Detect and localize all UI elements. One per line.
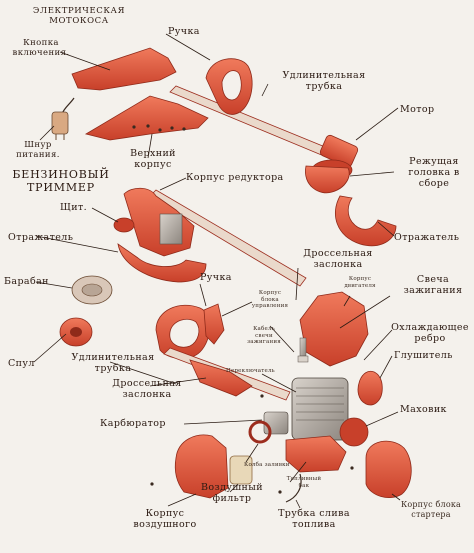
petrol-fuel-drain-tube <box>285 473 302 503</box>
petrol-spark-plug <box>297 337 309 363</box>
electric-lower-housing <box>84 95 209 141</box>
leader-lines <box>33 33 401 509</box>
label-power-cord: Шнур питания. <box>16 140 60 160</box>
label-engine-housing: Корпус двигателя <box>344 276 376 289</box>
label-petrol-handle: Ручка <box>200 272 232 283</box>
petrol-air-filter-housing <box>174 434 229 499</box>
label-muffler: Глушитель <box>394 350 453 361</box>
label-throttle-valve: Дроссельная заслонка <box>112 378 182 400</box>
petrol-throttle-upper <box>203 303 225 345</box>
label-drum: Барабан <box>4 276 49 287</box>
petrol-screws <box>150 394 354 494</box>
electric-loop-handle <box>205 58 253 115</box>
label-cutting-head: Режущая головка в сборе <box>408 156 460 189</box>
label-fuel-tank: Топливный бак <box>286 476 322 489</box>
petrol-spool <box>59 317 93 347</box>
label-power-button: Кнопка включения. <box>12 38 70 58</box>
petrol-muffler <box>357 371 383 406</box>
petrol-starter-housing <box>365 440 412 498</box>
label-air-filter: Воздушный фильтр <box>201 482 263 504</box>
label-throttle-valve-top: Дроссельная заслонка <box>303 248 373 270</box>
label-control-unit-housing: Корпус блока управления <box>251 290 289 309</box>
label-spool: Спул <box>8 358 35 369</box>
electric-trimmer-parts <box>51 47 397 247</box>
label-cooling-fin: Охлаждающее ребро <box>391 322 469 344</box>
label-electric-reflector: Отражатель <box>394 232 460 243</box>
petrol-title: БЕНЗИНОВЫЙ ТРИММЕР <box>12 168 110 194</box>
label-petrol-extension-tube: Удлинительная трубка <box>71 352 155 374</box>
label-petrol-reflector: Отражатель <box>8 232 74 243</box>
petrol-reflector <box>117 243 207 283</box>
petrol-flywheel <box>339 417 369 447</box>
petrol-gasket <box>248 420 272 444</box>
label-upper-housing: Верхний корпус <box>130 148 176 170</box>
label-starter-housing: Корпус блока стартера <box>400 500 462 519</box>
petrol-carburetor <box>263 411 289 435</box>
petrol-engine-block <box>291 377 349 441</box>
label-spark-plug-cable: Кабель свечи зажигания <box>247 326 281 345</box>
electric-reflector <box>335 195 397 247</box>
label-shield: Щит. <box>60 202 88 213</box>
label-carburetor: Карбюратор <box>100 418 166 429</box>
label-spark-plug: Свеча зажигания <box>403 274 463 296</box>
label-tiny-switch: Переключатель <box>226 368 275 374</box>
electric-power-cord <box>51 97 75 140</box>
label-motor: Мотор <box>400 104 435 115</box>
petrol-handle <box>155 304 211 359</box>
label-fuel-cap: Колба заливки <box>244 462 290 468</box>
label-fuel-drain-tube: Трубка слива топлива <box>278 508 350 530</box>
electric-cutting-head <box>305 165 350 194</box>
petrol-fuel-tank <box>285 435 347 473</box>
petrol-air-filter <box>229 455 253 485</box>
electric-upper-handle <box>71 47 177 91</box>
label-electric-handle: Ручка <box>168 26 200 37</box>
electric-title: ЭЛЕКТРИЧЕСКАЯ МОТОКОСА <box>32 6 126 26</box>
petrol-trimmer-parts <box>59 187 412 503</box>
petrol-throttle-valve <box>189 359 253 397</box>
petrol-shield <box>113 217 135 233</box>
petrol-engine-housing <box>299 291 369 367</box>
petrol-gearbox-housing <box>123 187 195 257</box>
petrol-drum <box>71 275 113 305</box>
label-electric-extension-tube: Удлинительная трубка <box>282 70 366 92</box>
petrol-extension-tube <box>149 189 307 287</box>
label-flywheel: Маховик <box>400 404 447 415</box>
label-gearbox-housing: Корпус редуктора <box>186 172 284 183</box>
label-air-filter-housing: Корпус воздушного <box>133 508 197 530</box>
electric-screws <box>132 124 186 132</box>
